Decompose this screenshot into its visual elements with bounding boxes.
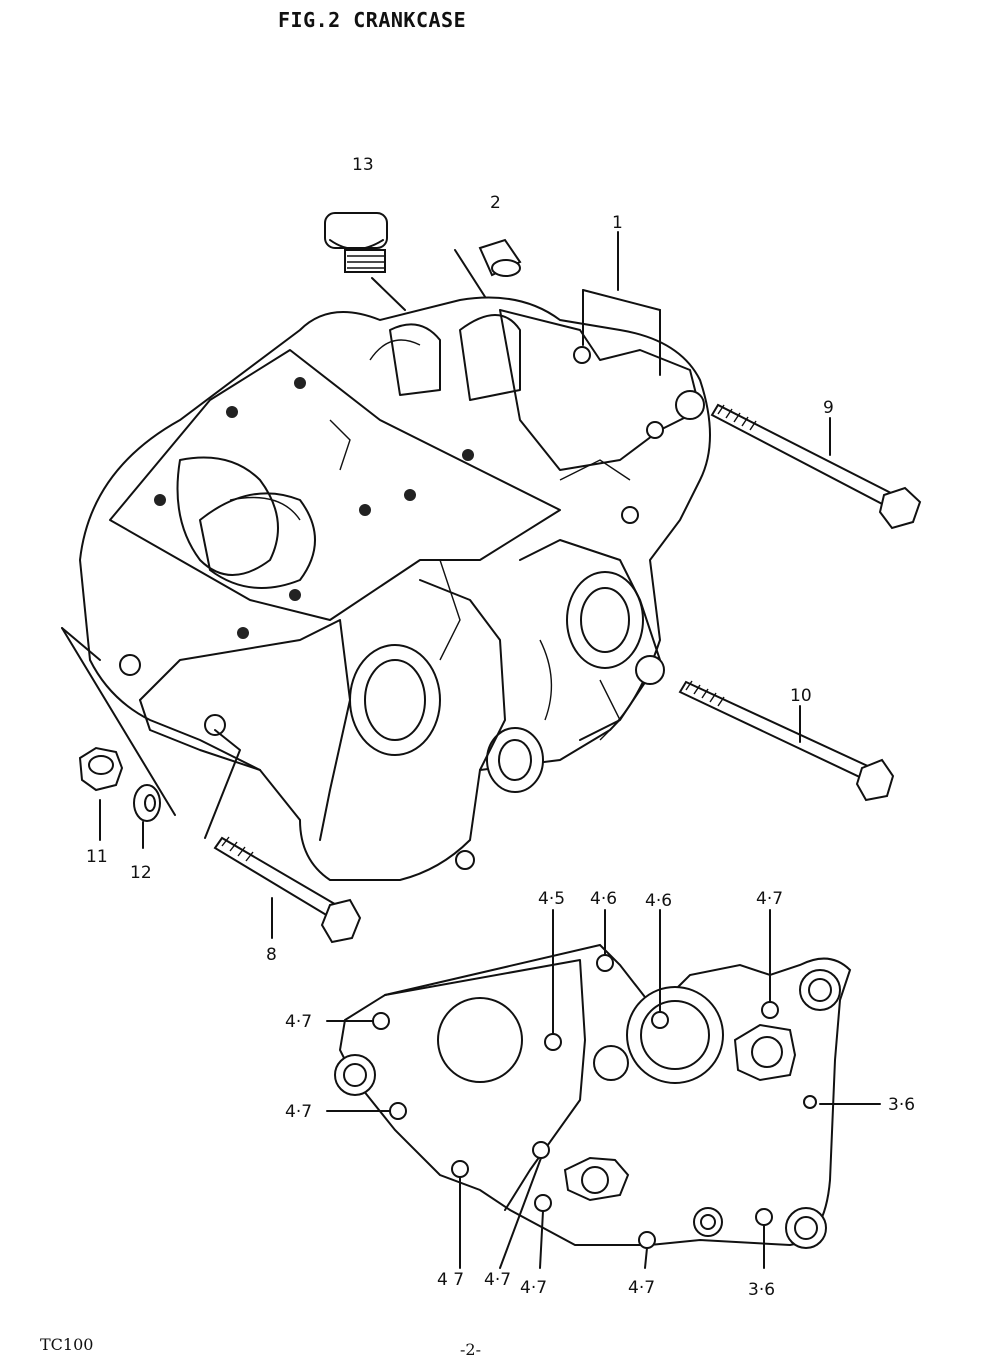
torque-label: 4·5 xyxy=(538,889,565,909)
torque-label: 4·7 xyxy=(285,1012,312,1032)
torque-label: 4·6 xyxy=(645,891,672,911)
callout-11: 11 xyxy=(86,847,108,867)
callout-9: 9 xyxy=(823,398,834,418)
nut-11 xyxy=(78,746,124,841)
torque-label: 4·7 xyxy=(520,1278,547,1298)
callout-8: 8 xyxy=(266,945,277,965)
callout-13: 13 xyxy=(352,155,374,175)
torque-leader-lines xyxy=(326,909,881,1269)
crankcase-side-view xyxy=(334,943,852,1249)
torque-label: 4·7 xyxy=(756,889,783,909)
callout-1-bracket xyxy=(582,231,661,376)
torque-label: 4 7 xyxy=(437,1270,464,1290)
bolt-8 xyxy=(204,729,362,944)
torque-label: 4·7 xyxy=(484,1270,511,1290)
torque-label: 4·7 xyxy=(628,1278,655,1298)
figure-title: FIG.2 CRANKCASE xyxy=(278,8,467,32)
crankcase-body xyxy=(78,296,711,881)
model-code: TC100 xyxy=(40,1335,94,1354)
torque-label: 4·6 xyxy=(590,889,617,909)
bolt-9 xyxy=(710,403,922,530)
torque-label: 4·7 xyxy=(285,1102,312,1122)
bolt-10 xyxy=(678,680,895,802)
torque-label: 3·6 xyxy=(748,1280,775,1300)
page-number: -2- xyxy=(460,1340,481,1359)
callout-10: 10 xyxy=(790,686,812,706)
torque-label: 3·6 xyxy=(888,1095,915,1115)
callout-2: 2 xyxy=(490,193,501,213)
washer-12 xyxy=(61,627,176,849)
oil-filler-cap xyxy=(324,212,406,311)
dowel-pin xyxy=(454,238,549,396)
callout-12: 12 xyxy=(130,863,152,883)
callout-1: 1 xyxy=(612,213,623,233)
